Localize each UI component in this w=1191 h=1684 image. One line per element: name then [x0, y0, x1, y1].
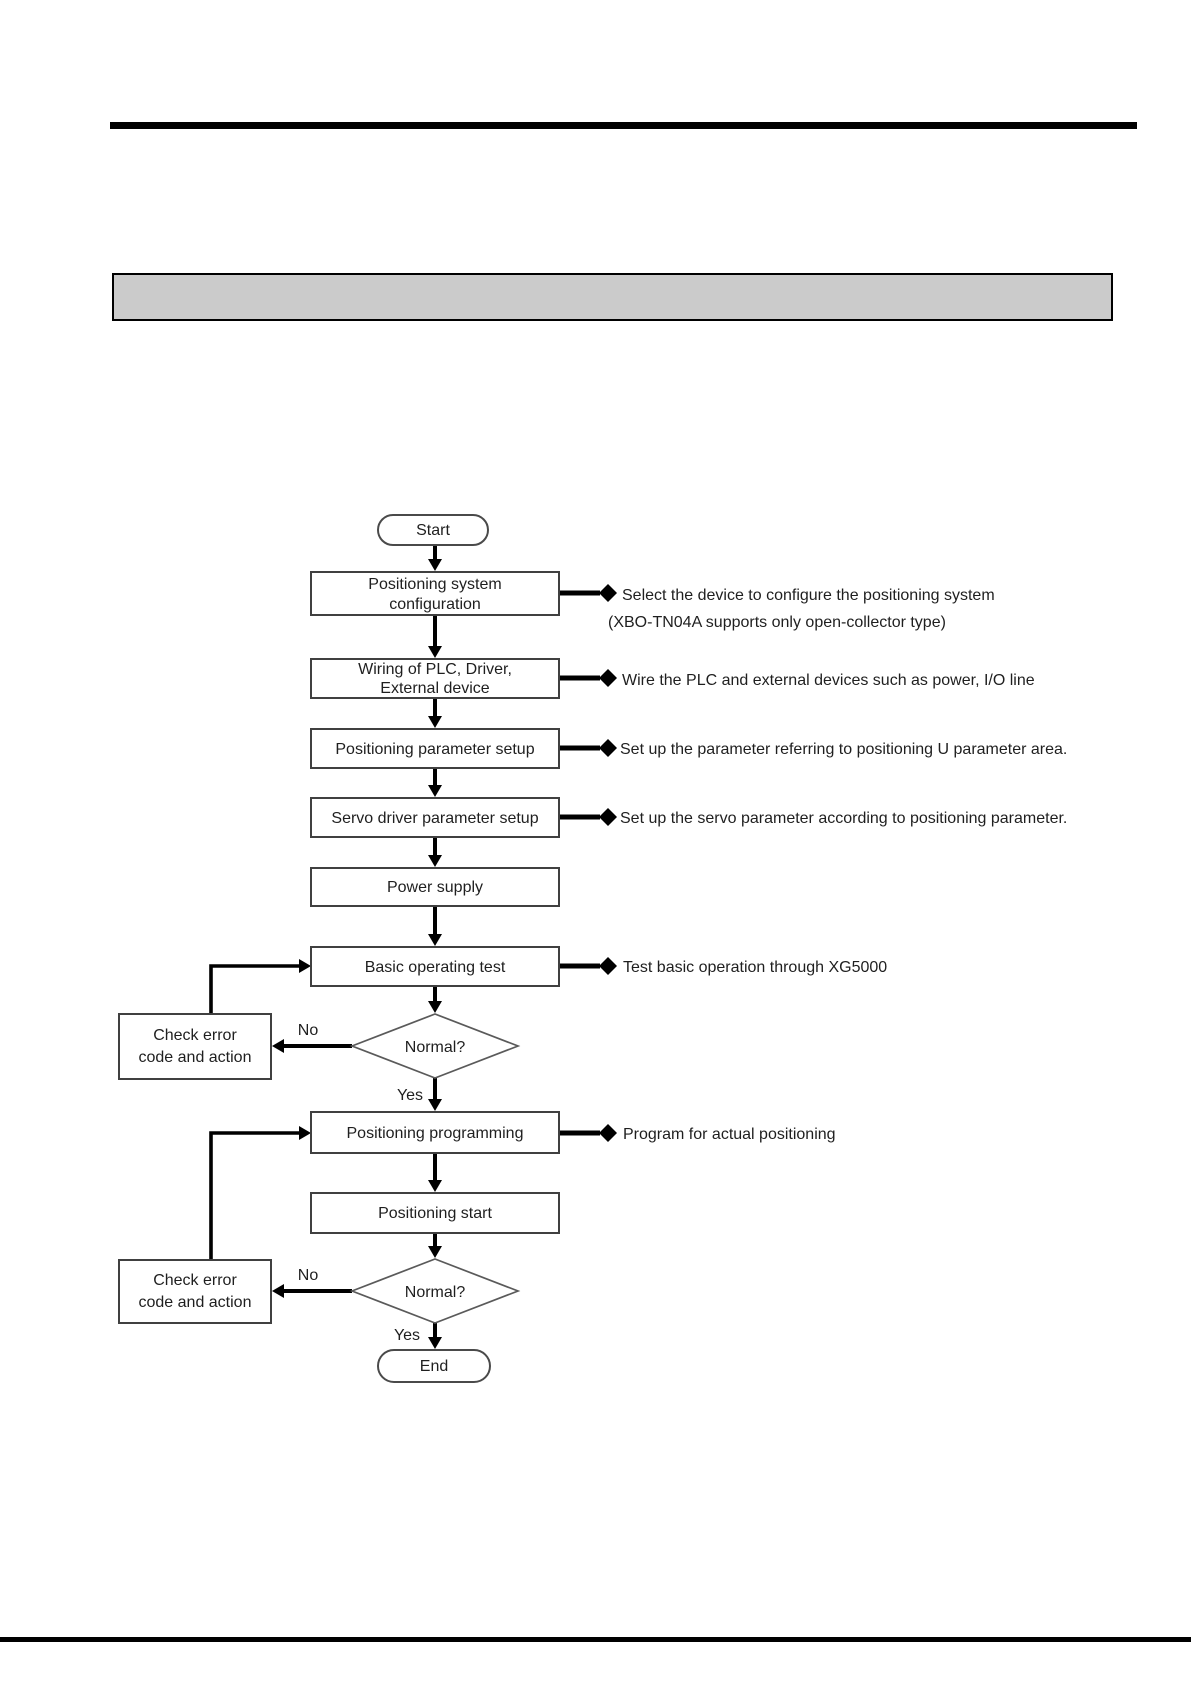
step-positioning-start: Positioning start	[310, 1192, 560, 1234]
annotation-text: Wire the PLC and external devices such a…	[622, 672, 1035, 689]
step-label: Positioning system	[368, 576, 501, 593]
check-error-label: code and action	[139, 1049, 252, 1066]
step-servo-driver-parameter-setup: Servo driver parameter setup	[310, 797, 560, 838]
diamond-bullet-icon	[599, 808, 617, 826]
check-error-label: code and action	[139, 1294, 252, 1311]
start-terminator: Start	[377, 514, 489, 546]
decision-label: Normal?	[405, 1039, 466, 1056]
annotation-text: (XBO-TN04A supports only open-collector …	[608, 614, 946, 631]
yes-label-1: Yes	[397, 1087, 423, 1104]
section-heading-banner	[112, 273, 1113, 321]
step-label: configuration	[389, 596, 481, 613]
end-label: End	[420, 1358, 448, 1375]
step-power-supply: Power supply	[310, 867, 560, 907]
step-label: Positioning programming	[347, 1125, 524, 1142]
step-label: Power supply	[387, 879, 483, 896]
annotation-6: Program for actual positioning	[623, 1126, 836, 1143]
decision-normal-1: Normal?	[349, 1013, 521, 1079]
annotation-stub-5	[559, 957, 617, 975]
end-terminator: End	[377, 1349, 491, 1383]
annotation-text: Set up the parameter referring to positi…	[620, 741, 1067, 758]
annotation-stub-2	[559, 669, 617, 687]
annotation-stub-1	[559, 584, 617, 602]
step-wiring-of-plc-driver: Wiring of PLC, Driver, External device	[310, 658, 560, 699]
no-branch-arrow-2	[272, 1284, 352, 1298]
check-error-box-2: Check error code and action	[118, 1259, 272, 1324]
step-positioning-system-configuration: Positioning system configuration	[310, 571, 560, 616]
annotation-2: Wire the PLC and external devices such a…	[622, 672, 1035, 689]
diamond-bullet-icon	[599, 669, 617, 687]
step-label: Positioning parameter setup	[335, 741, 534, 758]
decision-label: Normal?	[405, 1284, 466, 1301]
retry-loop-arrow-1	[209, 959, 311, 1014]
no-label-2: No	[298, 1267, 319, 1284]
no-branch-arrow-1	[272, 1039, 352, 1053]
decision-normal-2: Normal?	[349, 1258, 521, 1324]
annotation-stub-3	[559, 739, 617, 757]
footer-rule	[0, 1637, 1191, 1642]
annotation-text: Set up the servo parameter according to …	[620, 810, 1067, 827]
check-error-label: Check error	[153, 1027, 237, 1044]
chapter-title-rule	[110, 122, 1137, 129]
retry-loop-arrow-2	[209, 1126, 311, 1260]
annotation-text: Test basic operation through XG5000	[623, 959, 887, 976]
step-positioning-programming: Positioning programming	[310, 1111, 560, 1154]
annotation-text: Program for actual positioning	[623, 1126, 836, 1143]
annotation-stub-4	[559, 808, 617, 826]
annotation-text: Select the device to configure the posit…	[622, 587, 995, 604]
yes-label-2: Yes	[394, 1327, 420, 1344]
diamond-bullet-icon	[599, 739, 617, 757]
step-label: Servo driver parameter setup	[331, 810, 538, 827]
no-label-1: No	[298, 1022, 319, 1039]
annotation-stub-6	[559, 1124, 617, 1142]
step-label: External device	[380, 680, 489, 697]
diamond-bullet-icon	[599, 1124, 617, 1142]
start-label: Start	[416, 522, 450, 539]
flow-arrows	[428, 545, 442, 1349]
step-basic-operating-test: Basic operating test	[310, 946, 560, 987]
diamond-bullet-icon	[599, 957, 617, 975]
step-positioning-parameter-setup: Positioning parameter setup	[310, 728, 560, 769]
step-label: Basic operating test	[365, 959, 506, 976]
step-label: Wiring of PLC, Driver,	[358, 661, 512, 678]
annotation-4: Set up the servo parameter according to …	[620, 810, 1067, 827]
annotation-5: Test basic operation through XG5000	[623, 959, 887, 976]
annotation-1: Select the device to configure the posit…	[608, 587, 995, 631]
check-error-box-1: Check error code and action	[118, 1013, 272, 1080]
step-label: Positioning start	[378, 1205, 492, 1222]
annotation-3: Set up the parameter referring to positi…	[620, 741, 1067, 758]
check-error-label: Check error	[153, 1272, 237, 1289]
diamond-bullet-icon	[599, 584, 617, 602]
